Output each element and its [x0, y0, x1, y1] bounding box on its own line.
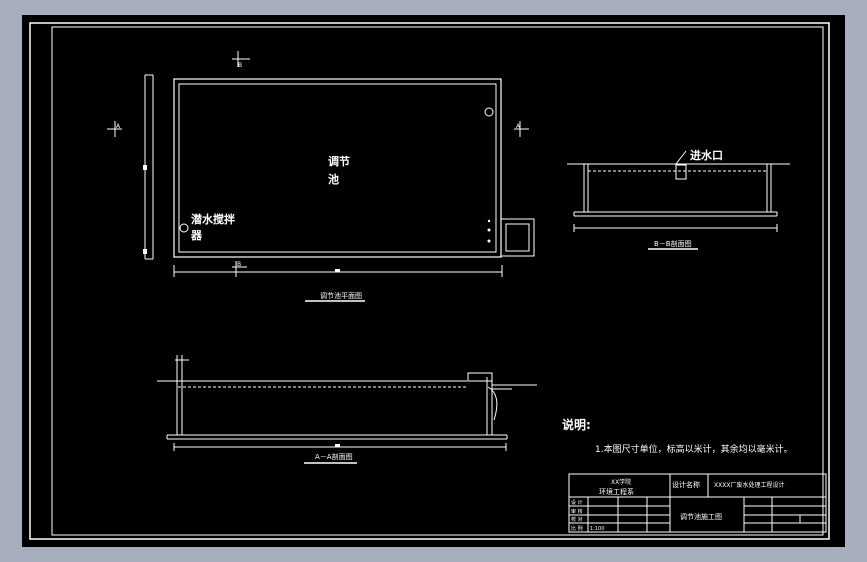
mixer-circle — [179, 223, 189, 233]
section-aa-title: A－A剖面图 — [315, 452, 353, 461]
design-name-value: XXXX厂废水处理工程设计 — [714, 481, 784, 489]
mixer-label-2: 器 — [190, 229, 203, 242]
plan-view: B B A A 调节 池 潜水搅拌 器 调节池平面图 — [107, 51, 535, 302]
outer-border — [29, 22, 830, 540]
pump-well-inner — [505, 223, 530, 252]
pipe-dot — [487, 228, 491, 232]
plan-title: 调节池平面图 — [320, 291, 362, 300]
tank-inner-wall — [178, 83, 497, 253]
pump-well — [500, 218, 535, 257]
section-bb-view: 进水口 B－B剖面图 — [567, 148, 790, 250]
school-name: XX学院 — [611, 478, 631, 486]
drawing-name: 调节池施工图 — [680, 512, 722, 521]
notes-heading: 说明: — [562, 417, 591, 432]
section-label-b-top: B — [238, 62, 242, 69]
vent-circle — [484, 107, 494, 117]
inlet-label: 进水口 — [690, 148, 723, 162]
notes: 说明: 1.本图尺寸单位，标高以米计，其余均以毫米计。 — [562, 417, 793, 455]
drawing-sheet: B B A A 调节 池 潜水搅拌 器 调节池平面图 进水口 B－B剖面图 — [22, 15, 845, 547]
row-label-design: 设 计 — [571, 499, 583, 506]
pipe-dot — [487, 219, 491, 223]
outlet-pipe — [487, 386, 498, 421]
cad-drawing-canvas: B B A A 调节 池 潜水搅拌 器 调节池平面图 进水口 B－B剖面图 — [29, 22, 830, 540]
scale-value: 1:100 — [590, 526, 604, 532]
tank-label-2: 池 — [328, 172, 339, 186]
design-name-label: 设计名称 — [672, 480, 700, 489]
section-label-a-right: A — [516, 123, 521, 130]
pipe-dot — [487, 239, 491, 243]
row-label-check: 校 对 — [571, 516, 583, 523]
section-aa-view: A－A剖面图 — [157, 355, 537, 464]
row-label-scale: 比 例 — [571, 525, 583, 532]
notes-line-1: 1.本图尺寸单位，标高以米计，其余均以毫米计。 — [595, 443, 793, 455]
inlet-pipe — [675, 164, 687, 180]
department-name: 环境工程系 — [599, 487, 634, 496]
title-block-frame — [568, 473, 827, 533]
tank-label: 调节 — [328, 154, 350, 168]
title-block: XX学院 环境工程系 设计名称 XXXX厂废水处理工程设计 调节池施工图 设 计… — [568, 473, 827, 533]
mixer-label: 潜水搅拌 — [191, 212, 235, 226]
section-label-a-left: A — [116, 123, 121, 130]
section-label-b-bottom: B — [237, 261, 241, 268]
section-bb-title: B－B剖面图 — [654, 239, 692, 248]
row-label-review: 审 核 — [571, 508, 583, 515]
inner-border — [51, 26, 824, 536]
tank-outer-wall — [173, 78, 502, 258]
